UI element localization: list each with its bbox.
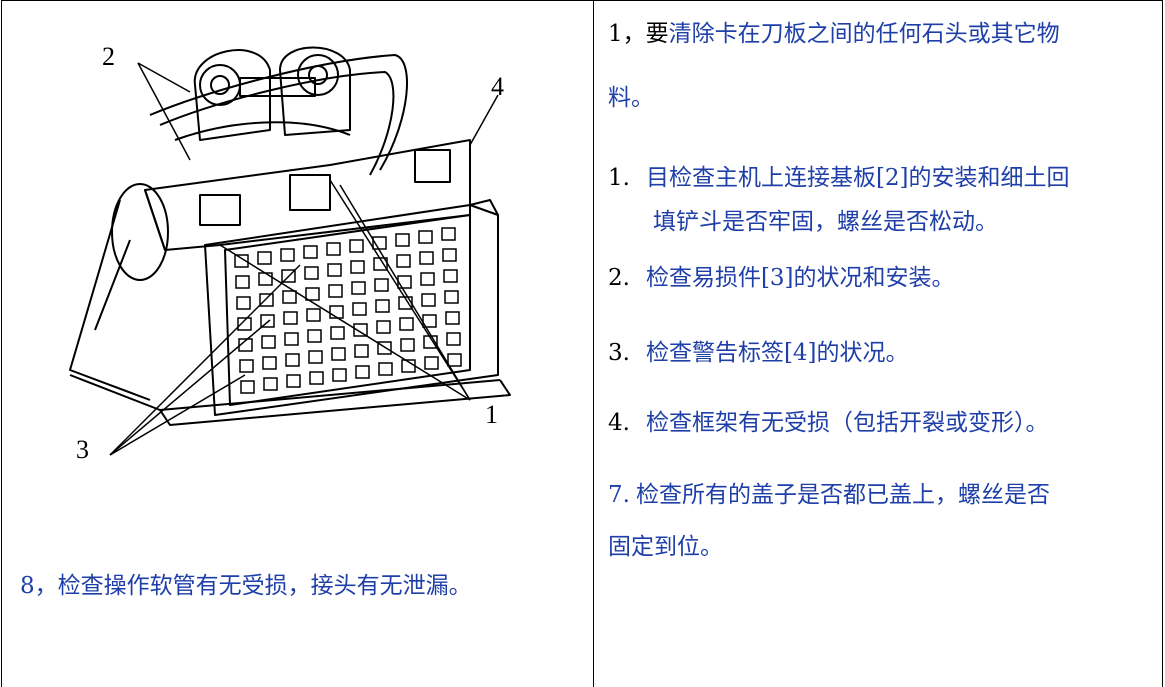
wear-tooth (303, 245, 318, 259)
wear-tooth (374, 278, 389, 292)
wear-tooth (285, 353, 300, 367)
crusher-bucket-illustration (69, 46, 511, 456)
wear-tooth (444, 290, 459, 304)
step-0-line2: 料。 (608, 85, 654, 111)
wear-tooth (239, 359, 254, 373)
wear-tooth (395, 233, 410, 247)
wear-tooth (376, 320, 391, 334)
step-0-line1: 1，要清除卡在刀板之间的任何石头或其它物 (608, 14, 1060, 48)
wear-tooth (399, 317, 414, 331)
instructions-cell: 1，要清除卡在刀板之间的任何石头或其它物 料。 1. 目检查主机上连接基板[2]的… (596, 0, 1162, 687)
wear-tooth (445, 311, 460, 325)
step-1-number: 1. (608, 165, 630, 191)
step-3-text: 检查警告标签[4]的状况。 (645, 340, 909, 366)
wear-tooth (240, 380, 255, 394)
wear-tooth (332, 368, 347, 382)
wear-tooth (235, 275, 250, 289)
wear-tooth (327, 263, 342, 277)
step-0-text: 清除卡在刀板之间的任何石头或其它物 (668, 21, 1060, 47)
step-4-number: 4. (608, 410, 630, 436)
wear-tooth (282, 290, 297, 304)
wear-tooth (421, 293, 436, 307)
wear-tooth (353, 323, 368, 337)
wear-tooth (305, 287, 320, 301)
callout-3: 3 (76, 435, 89, 464)
callout-4: 4 (491, 72, 504, 101)
step-5-text: 检查所有的盖子是否都已盖上，螺丝是否 (635, 482, 1050, 508)
step-5-line2: 固定到位。 (608, 534, 723, 560)
caption-number: 8 (20, 573, 35, 599)
wear-tooth (284, 332, 299, 346)
wear-tooth (396, 254, 411, 268)
wear-tooth (330, 326, 345, 340)
wear-tooth (304, 266, 319, 280)
wear-tooth (397, 275, 412, 289)
step-5-number: 7. (608, 482, 630, 508)
wear-tooth (262, 356, 277, 370)
wear-tooth (420, 272, 435, 286)
wear-tooth (446, 332, 461, 346)
step-5-line1: 7.检查所有的盖子是否都已盖上，螺丝是否 (608, 475, 1050, 509)
wear-tooth (352, 302, 367, 316)
wear-tooth (442, 248, 457, 262)
wear-tooth (351, 281, 366, 295)
wear-tooth (259, 293, 274, 307)
wear-tooth (283, 311, 298, 325)
figure-cell: 2 4 1 3 8，检查操作软管有无受损，接头有无泄漏。 (20, 42, 511, 600)
step-1-text: 目检查主机上连接基板[2]的安装和细土回 (645, 165, 1070, 191)
wear-tooth (236, 296, 251, 310)
callout-2: 2 (102, 42, 115, 71)
wear-tooth (447, 353, 462, 367)
wear-tooth (328, 284, 343, 298)
step-3-line: 3. 检查警告标签[4]的状况。 (608, 333, 909, 367)
wear-tooth (441, 227, 456, 241)
step-0-number: 1，要 (608, 21, 669, 47)
wear-tooth (238, 338, 253, 352)
wear-tooth (329, 305, 344, 319)
step-4-text: 检查框架有无受损（包括开裂或变形）。 (645, 410, 1049, 436)
wear-tooth (378, 362, 393, 376)
callout-1: 1 (485, 400, 498, 429)
wear-tooth (400, 338, 415, 352)
step-2-number: 2. (608, 265, 630, 291)
wear-tooth (349, 239, 364, 253)
wear-tooth (443, 269, 458, 283)
step-4-line: 4. 检查框架有无受损（包括开裂或变形）。 (608, 403, 1048, 437)
wear-tooth (355, 365, 370, 379)
wear-tooth (257, 251, 272, 265)
caption-text: ，检查操作软管有无受损，接头有无泄漏。 (34, 573, 472, 599)
step-3-number: 3. (608, 340, 630, 366)
wear-tooth (286, 374, 301, 388)
wear-tooth (331, 347, 346, 361)
wear-tooth (350, 260, 365, 274)
wear-tooth (234, 254, 249, 268)
wear-tooth (419, 251, 434, 265)
wear-tooth (424, 356, 439, 370)
wear-tooth (307, 329, 322, 343)
step-2-text: 检查易损件[3]的状况和安装。 (645, 265, 955, 291)
wear-tooth (326, 242, 341, 256)
step-2-line: 2. 检查易损件[3]的状况和安装。 (608, 258, 955, 292)
wear-tooth (280, 248, 295, 262)
wear-tooth (308, 350, 323, 364)
wear-tooth (258, 272, 273, 286)
wear-tooth (237, 317, 252, 331)
step-1-line1: 1. 目检查主机上连接基板[2]的安装和细土回 (608, 158, 1070, 192)
step-1-line2: 填铲斗是否牢固，螺丝是否松动。 (653, 209, 998, 235)
wear-tooth (263, 377, 278, 391)
column-divider (593, 0, 594, 687)
wear-tooth (418, 230, 433, 244)
wear-tooth (354, 344, 369, 358)
wear-tooth (261, 335, 276, 349)
wear-tooth (375, 299, 390, 313)
wear-tooth (306, 308, 321, 322)
wear-tooth (309, 371, 324, 385)
figure-caption: 8，检查操作软管有无受损，接头有无泄漏。 (20, 566, 472, 600)
